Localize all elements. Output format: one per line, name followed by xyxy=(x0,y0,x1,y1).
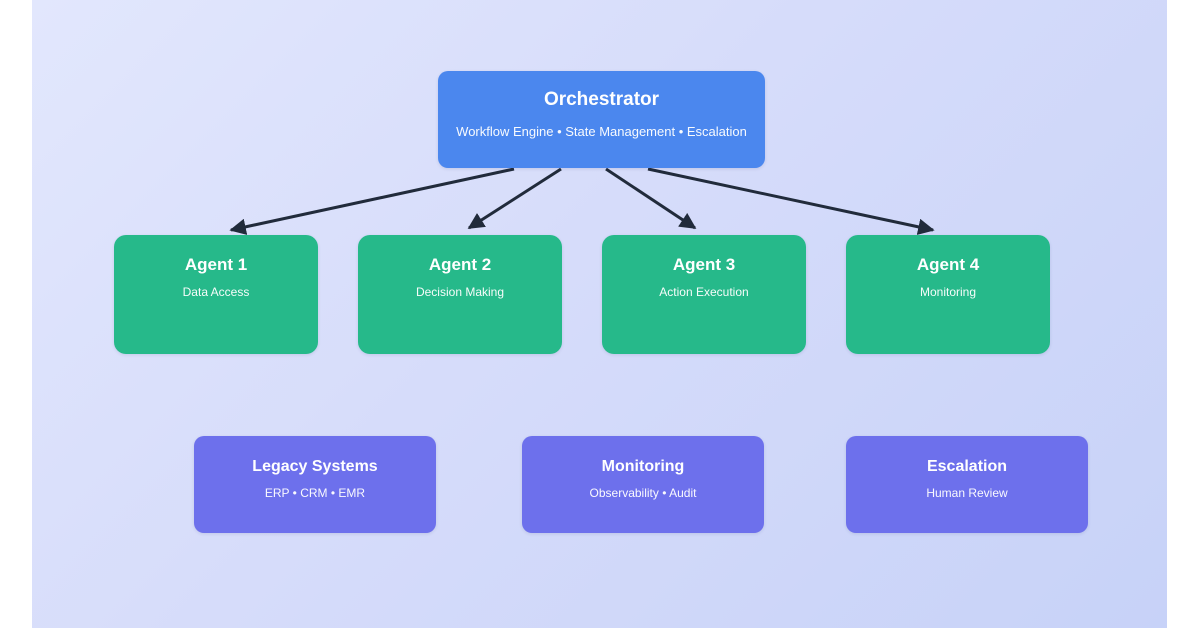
agent-4-subtitle: Monitoring xyxy=(919,285,977,300)
orchestrator-node: Orchestrator Workflow Engine • State Man… xyxy=(438,71,765,168)
escalation-title: Escalation xyxy=(926,458,1008,475)
agent-4-node: Agent 4 Monitoring xyxy=(846,235,1050,354)
escalation-node: Escalation Human Review xyxy=(846,436,1088,533)
orchestrator-title: Orchestrator xyxy=(543,89,660,110)
agent-4-title: Agent 4 xyxy=(916,255,980,274)
agent-2-node: Agent 2 Decision Making xyxy=(358,235,562,354)
agent-3-node: Agent 3 Action Execution xyxy=(602,235,806,354)
orchestrator-subtitle: Workflow Engine • State Management • Esc… xyxy=(456,123,747,139)
agent-3-subtitle: Action Execution xyxy=(659,285,749,300)
monitoring-title: Monitoring xyxy=(601,458,685,475)
monitoring-subtitle: Observability • Audit xyxy=(589,486,697,501)
escalation-subtitle: Human Review xyxy=(926,486,1008,501)
monitoring-node: Monitoring Observability • Audit xyxy=(522,436,764,533)
agent-2-title: Agent 2 xyxy=(428,255,492,274)
agent-1-title: Agent 1 xyxy=(184,255,248,274)
legacy-systems-node: Legacy Systems ERP • CRM • EMR xyxy=(194,436,436,533)
agent-1-subtitle: Data Access xyxy=(182,285,250,300)
agent-3-title: Agent 3 xyxy=(672,255,736,274)
legacy-systems-title: Legacy Systems xyxy=(252,458,378,475)
agent-1-node: Agent 1 Data Access xyxy=(114,235,318,354)
legacy-systems-subtitle: ERP • CRM • EMR xyxy=(264,486,366,501)
agent-2-subtitle: Decision Making xyxy=(415,285,505,300)
